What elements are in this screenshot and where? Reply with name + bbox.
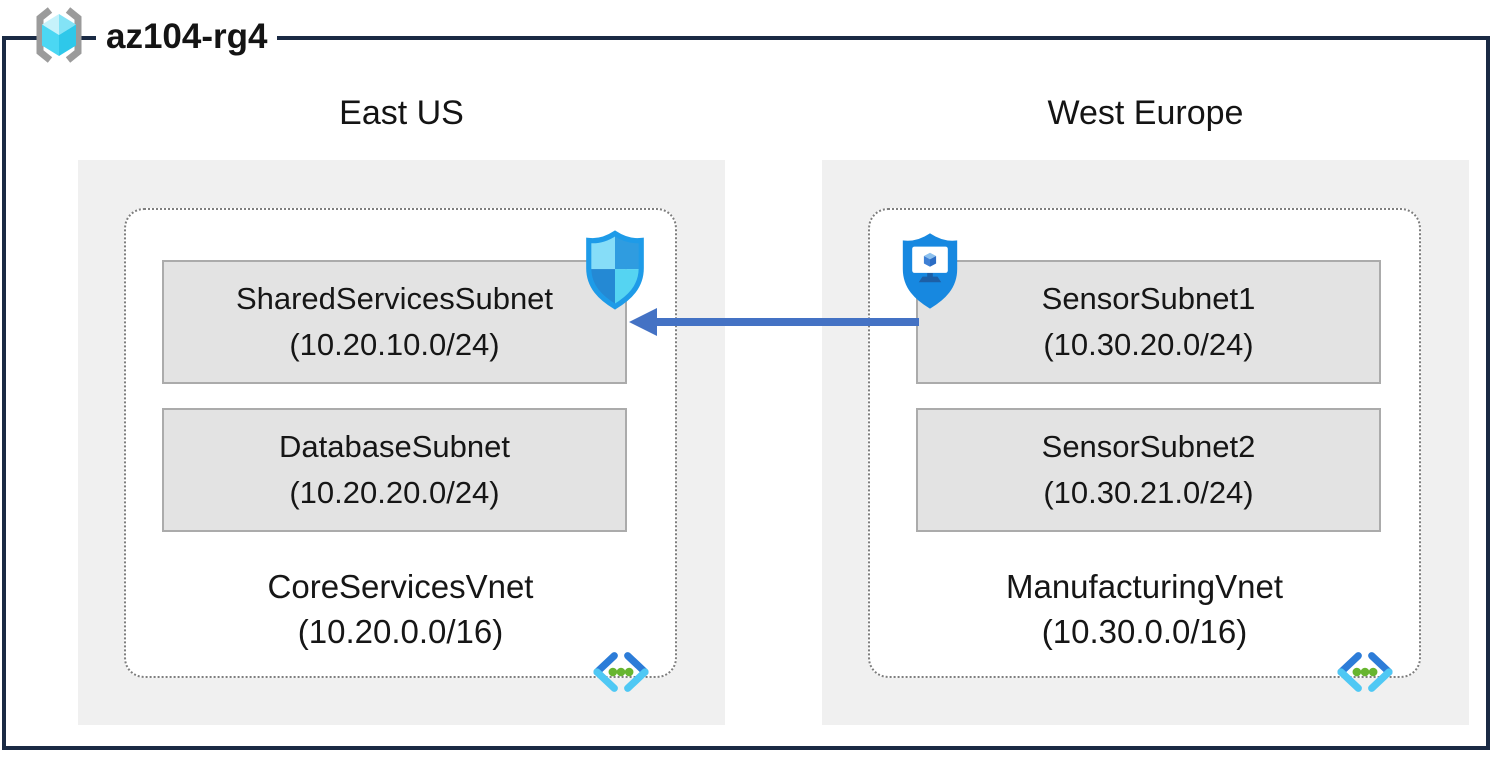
region-east-us: SharedServicesSubnet (10.20.10.0/24) (78, 160, 725, 725)
subnet-name: DatabaseSubnet (279, 429, 510, 464)
subnet-cidr: (10.20.20.0/24) (289, 475, 500, 510)
region-label-west-europe: West Europe (1047, 94, 1244, 132)
nsg-shield-icon (586, 230, 644, 310)
subnet-name: SensorSubnet1 (1041, 281, 1256, 316)
region-west-europe: SensorSubnet1 (10.30.20.0/24) SensorSubn… (822, 160, 1469, 725)
vnet-name: CoreServicesVnet (267, 568, 534, 605)
subnet-name: SharedServicesSubnet (235, 281, 554, 316)
vnet-name: ManufacturingVnet (1005, 568, 1283, 605)
vnet-label-coreservices: CoreServicesVnet (10.20.0.0/16) (126, 564, 675, 654)
asg-shield-icon (902, 233, 958, 309)
subnet-cidr: (10.20.10.0/24) (289, 327, 500, 362)
vnet-cidr: (10.20.0.0/16) (297, 613, 504, 650)
vnet-manufacturingvnet: SensorSubnet1 (10.30.20.0/24) SensorSubn… (868, 208, 1421, 692)
vnet-label-manufacturing: ManufacturingVnet (10.30.0.0/16) (870, 564, 1419, 654)
resource-group-icon (36, 7, 82, 63)
subnet-cidr: (10.30.21.0/24) (1043, 475, 1254, 510)
subnet-sensor2: SensorSubnet2 (10.30.21.0/24) (916, 408, 1381, 532)
peering-arrow (629, 308, 919, 336)
virtual-network-icon (1337, 652, 1393, 692)
subnet-sensor1: SensorSubnet1 (10.30.20.0/24) (902, 233, 1381, 384)
vnet-coreservicesvnet: SharedServicesSubnet (10.20.10.0/24) (124, 208, 677, 692)
resource-group-title: az104-rg4 (96, 16, 278, 58)
subnet-shared-services: SharedServicesSubnet (10.20.10.0/24) (162, 230, 644, 384)
subnet-name: SensorSubnet2 (1041, 429, 1256, 464)
virtual-network-icon (593, 652, 649, 692)
vnet-cidr: (10.30.0.0/16) (1041, 613, 1248, 650)
subnet-database: DatabaseSubnet (10.20.20.0/24) (162, 408, 627, 532)
resource-group-frame (2, 36, 1490, 750)
subnet-cidr: (10.30.20.0/24) (1043, 327, 1254, 362)
region-label-east-us: East US (339, 94, 464, 132)
